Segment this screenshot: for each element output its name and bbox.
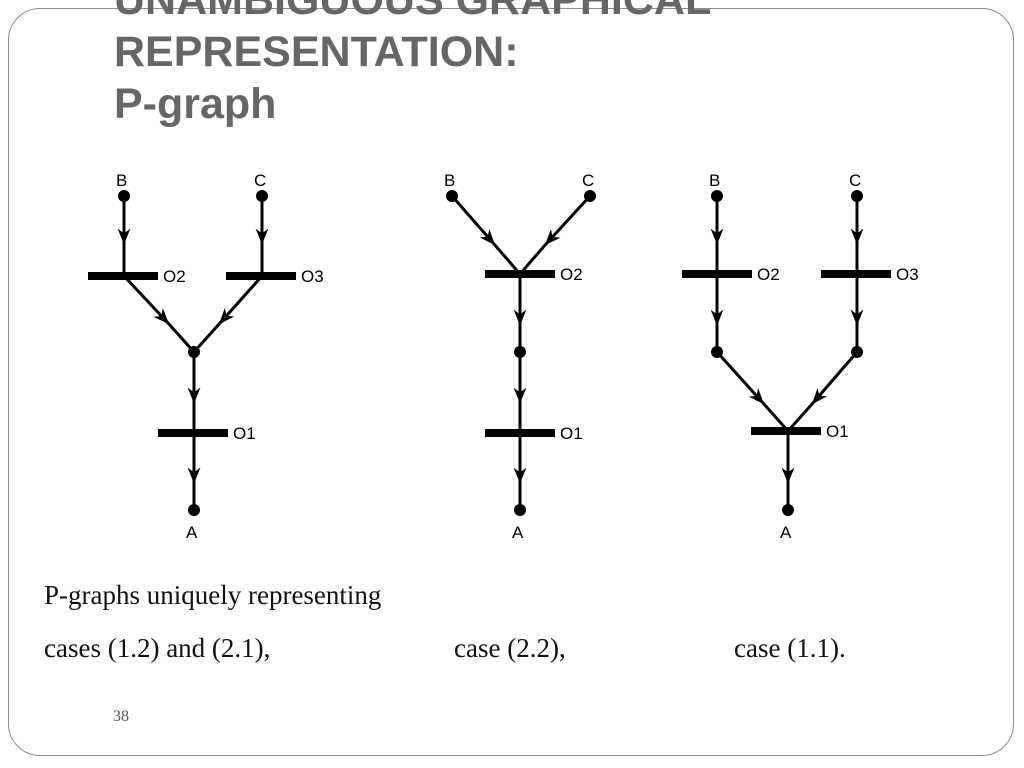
material-node-b xyxy=(118,190,130,202)
label-b: B xyxy=(444,171,455,190)
p-graph-1 xyxy=(88,196,296,510)
edge-c-o2-tail xyxy=(518,243,548,275)
edge-o3-mid-tail xyxy=(192,321,222,354)
label-o1: O1 xyxy=(560,424,583,443)
label-o3: O3 xyxy=(896,265,919,284)
edge-b-o2 xyxy=(450,195,496,246)
p-graph-1-nodes xyxy=(118,190,268,516)
p-graph-2-nodes xyxy=(446,190,596,516)
edge-mid-right-o1-tail xyxy=(786,402,815,432)
label-c: C xyxy=(582,171,594,190)
material-node-intermediate-right xyxy=(851,346,863,358)
edge-mid-left-o1 xyxy=(715,350,765,405)
edge-c-o2 xyxy=(544,194,592,246)
caption-case-a: cases (1.2) and (2.1), xyxy=(44,633,271,663)
label-a: A xyxy=(512,523,524,542)
material-node-b xyxy=(446,190,458,202)
caption-case-c: case (1.1). xyxy=(734,633,846,663)
label-o2: O2 xyxy=(163,267,186,286)
material-node-c xyxy=(256,190,268,202)
material-node-c xyxy=(584,190,596,202)
title-line-1: UNAMBIGUOUS GRAPHICAL xyxy=(114,0,712,24)
material-node-c xyxy=(851,190,863,202)
label-a: A xyxy=(780,523,792,542)
material-node-intermediate-left xyxy=(711,346,723,358)
material-node-a xyxy=(782,504,794,516)
label-o2: O2 xyxy=(757,265,780,284)
edge-o2-mid xyxy=(122,274,170,325)
page-number: 38 xyxy=(113,708,129,725)
label-a: A xyxy=(186,523,198,542)
edge-o3-mid xyxy=(218,275,264,325)
label-b: B xyxy=(709,171,720,190)
label-c: C xyxy=(849,171,861,190)
material-node-a xyxy=(514,504,526,516)
edge-b-o2-tail xyxy=(492,243,522,275)
label-o1: O1 xyxy=(826,422,849,441)
material-node-intermediate xyxy=(188,346,200,358)
caption-case-b: case (2.2), xyxy=(454,633,566,663)
material-node-b xyxy=(711,190,723,202)
label-b: B xyxy=(116,171,127,190)
label-o2: O2 xyxy=(560,265,583,284)
title-line-2: REPRESENTATION: xyxy=(114,28,519,76)
p-graph-3-nodes xyxy=(711,190,863,516)
label-c: C xyxy=(254,171,266,190)
edge-mid-left-o1-tail xyxy=(761,402,790,432)
label-o3: O3 xyxy=(301,267,324,286)
p-graph-3 xyxy=(682,196,891,510)
material-node-a xyxy=(188,504,200,516)
slide-frame xyxy=(8,8,1014,756)
slide-title: UNAMBIGUOUS GRAPHICAL REPRESENTATION: P-… xyxy=(114,0,994,130)
caption-line-1: P-graphs uniquely representing xyxy=(44,580,382,610)
label-o1: O1 xyxy=(233,424,256,443)
edge-mid-right-o1 xyxy=(811,351,859,405)
title-line-3: P-graph xyxy=(114,80,277,128)
edge-o2-mid-tail xyxy=(166,321,196,354)
material-node-intermediate xyxy=(514,346,526,358)
